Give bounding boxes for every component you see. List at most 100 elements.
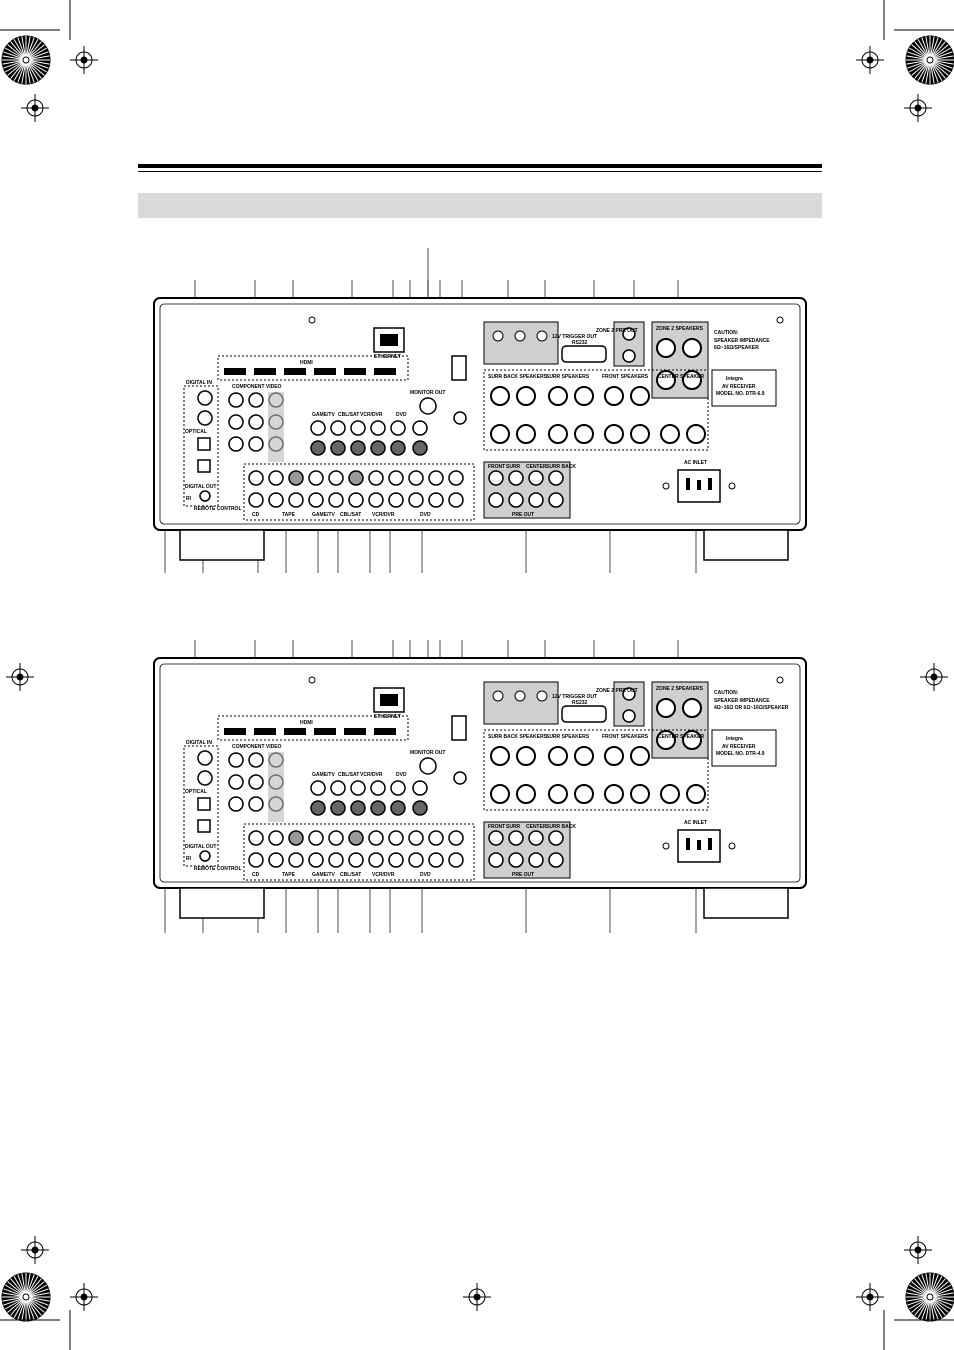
sunburst-ray (25, 51, 49, 61)
digital-in-label: DIGITAL IN (186, 740, 212, 746)
audio-jack (408, 470, 424, 486)
sunburst-ray (17, 37, 27, 61)
sunburst-ray (908, 1296, 931, 1310)
pre-out-jack (508, 852, 524, 868)
speaker-terminal (516, 424, 536, 444)
component-video-label: COMPONENT VIDEO (232, 744, 282, 750)
analog-audio-group (243, 823, 475, 881)
monitor-out-label: MONITOR OUT (410, 750, 445, 756)
optical-port (197, 819, 211, 833)
ac-screw (728, 482, 736, 490)
sunburst-ray (17, 59, 27, 83)
speaker-group-label: SURR BACK SPEAKERS (488, 734, 548, 740)
sunburst-center (926, 1293, 934, 1301)
registration-dot (930, 673, 938, 681)
zone2-preout-jack (622, 687, 636, 701)
sunburst-ray (25, 37, 35, 61)
game-tv-audio-label: GAME/TV (312, 512, 335, 518)
trigger-jack (536, 690, 548, 702)
optical-label: OPTICAL (185, 429, 207, 435)
cbl-sat-label: CBL/SAT (338, 412, 359, 418)
video-jack (350, 420, 366, 436)
speaker-terminal (548, 784, 568, 804)
component-jack (248, 774, 264, 790)
audio-jack (408, 492, 424, 508)
analog-audio-group (243, 463, 475, 521)
component-video-label: COMPONENT VIDEO (232, 384, 282, 390)
zone2-preout-jack (622, 327, 636, 341)
pre-out-jack (508, 470, 524, 486)
sunburst-ray (25, 55, 50, 61)
screw-hole (308, 316, 316, 324)
zone2-speaker-terminal (682, 338, 702, 358)
s-video-jack (390, 800, 406, 816)
hdmi-group (217, 715, 409, 741)
sunburst-ray (929, 1296, 946, 1316)
audio-jack (328, 852, 344, 868)
sunburst-ray (25, 41, 42, 61)
s-video-jack (330, 800, 346, 816)
video-jack (390, 780, 406, 796)
sunburst-ray (929, 1296, 943, 1319)
foot-left (179, 887, 265, 919)
ri-label: RI (186, 496, 192, 502)
foot-right (703, 529, 789, 561)
audio-jack (288, 470, 304, 486)
sunburst-ray (13, 38, 27, 61)
sunburst-ray (4, 59, 27, 73)
speaker-terminal (490, 386, 510, 406)
s-video-jack (370, 440, 386, 456)
sunburst-ray (21, 1273, 27, 1298)
hdmi-port (254, 368, 276, 375)
zone2-preout-jack (622, 349, 636, 363)
sunburst-ray (25, 1296, 31, 1321)
audio-jack (368, 852, 384, 868)
digital-out-label: DIGITAL OUT (185, 844, 216, 850)
vcr-dvr-audio-label: VCR/DVR (372, 512, 395, 518)
audio-jack (308, 830, 324, 846)
audio-jack (448, 492, 464, 508)
audio-jack (248, 852, 264, 868)
sunburst-ray (929, 59, 943, 82)
video-jack (330, 420, 346, 436)
sunburst-ray (25, 59, 48, 73)
optical-port (197, 797, 211, 811)
speaker-impedance-label: SPEAKER IMPEDANCE (714, 698, 770, 704)
sunburst-ray (25, 59, 50, 65)
sunburst-ray (929, 51, 953, 61)
audio-jack (288, 492, 304, 508)
audio-jack (268, 852, 284, 868)
sunburst-ray (2, 55, 27, 61)
sunburst-ray (929, 1284, 952, 1298)
speaker-terminal (630, 784, 650, 804)
caution-label: CAUTION: (714, 690, 739, 696)
speaker-terminal (604, 424, 624, 444)
optical-port (197, 459, 211, 473)
sunburst-ray (7, 44, 27, 61)
pre-out-center-label: CENTER (526, 824, 547, 830)
caution-label: CAUTION: (714, 330, 739, 336)
sunburst-ray (929, 1296, 954, 1302)
video-jack (412, 420, 428, 436)
sunburst-ray (929, 1296, 939, 1320)
speaker-terminal (686, 424, 706, 444)
sunburst-ray (929, 1292, 954, 1298)
component-jack (228, 752, 244, 768)
audio-jack (248, 830, 264, 846)
hdmi-port (284, 368, 306, 375)
speaker-terminal (516, 386, 536, 406)
audio-jack (348, 470, 364, 486)
sunburst-ray (25, 1292, 50, 1298)
remote-control-label: REMOTE CONTROL (194, 506, 242, 512)
speaker-terminal (490, 784, 510, 804)
sunburst-ray (921, 1296, 931, 1320)
sunburst-ray (929, 41, 946, 61)
pre-out-jack (548, 470, 564, 486)
audio-jack (368, 830, 384, 846)
audio-jack (348, 830, 364, 846)
zone2-speakers-label: ZONE 2 SPEAKERS (656, 326, 704, 332)
zone2-speaker-terminal (656, 370, 676, 390)
s-video-jack (350, 440, 366, 456)
zone2-speaker-terminal (682, 730, 702, 750)
